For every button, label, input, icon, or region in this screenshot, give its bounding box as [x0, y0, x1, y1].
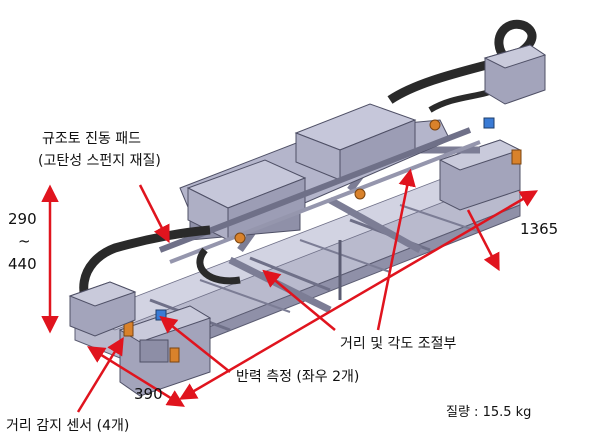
height-top-label: 290: [8, 210, 37, 228]
adjust-arrow-2: [376, 168, 416, 331]
damping-pad-sub-label: (고탄성 스펀지 재질): [38, 153, 161, 169]
left-outrigger: [68, 281, 137, 337]
height-bottom-label: 440: [8, 255, 37, 273]
reaction-label: 반력 측정 (좌우 2개): [236, 369, 360, 385]
length-label: 1365: [520, 220, 559, 238]
sensor-arrow: [76, 337, 124, 413]
distance-sensor-label: 거리 감지 센서 (4개): [6, 418, 130, 434]
mass-label: 질량 : 15.5 kg: [446, 405, 532, 420]
length-ext-arrow: [466, 209, 500, 272]
adjust-arrow-1: [262, 269, 336, 331]
damping-pad-label: 규조토 진동 패드: [42, 131, 142, 147]
width-label: 390: [134, 385, 163, 403]
distance-angle-label: 거리 및 각도 조절부: [340, 336, 457, 352]
reaction-arrow: [159, 315, 231, 373]
damping-pad-arrow: [138, 184, 170, 244]
height-tilde-label: ~: [18, 232, 31, 250]
width-arrow: [87, 346, 185, 407]
annotation-arrows: [41, 168, 539, 413]
right-outrigger: [483, 44, 547, 105]
